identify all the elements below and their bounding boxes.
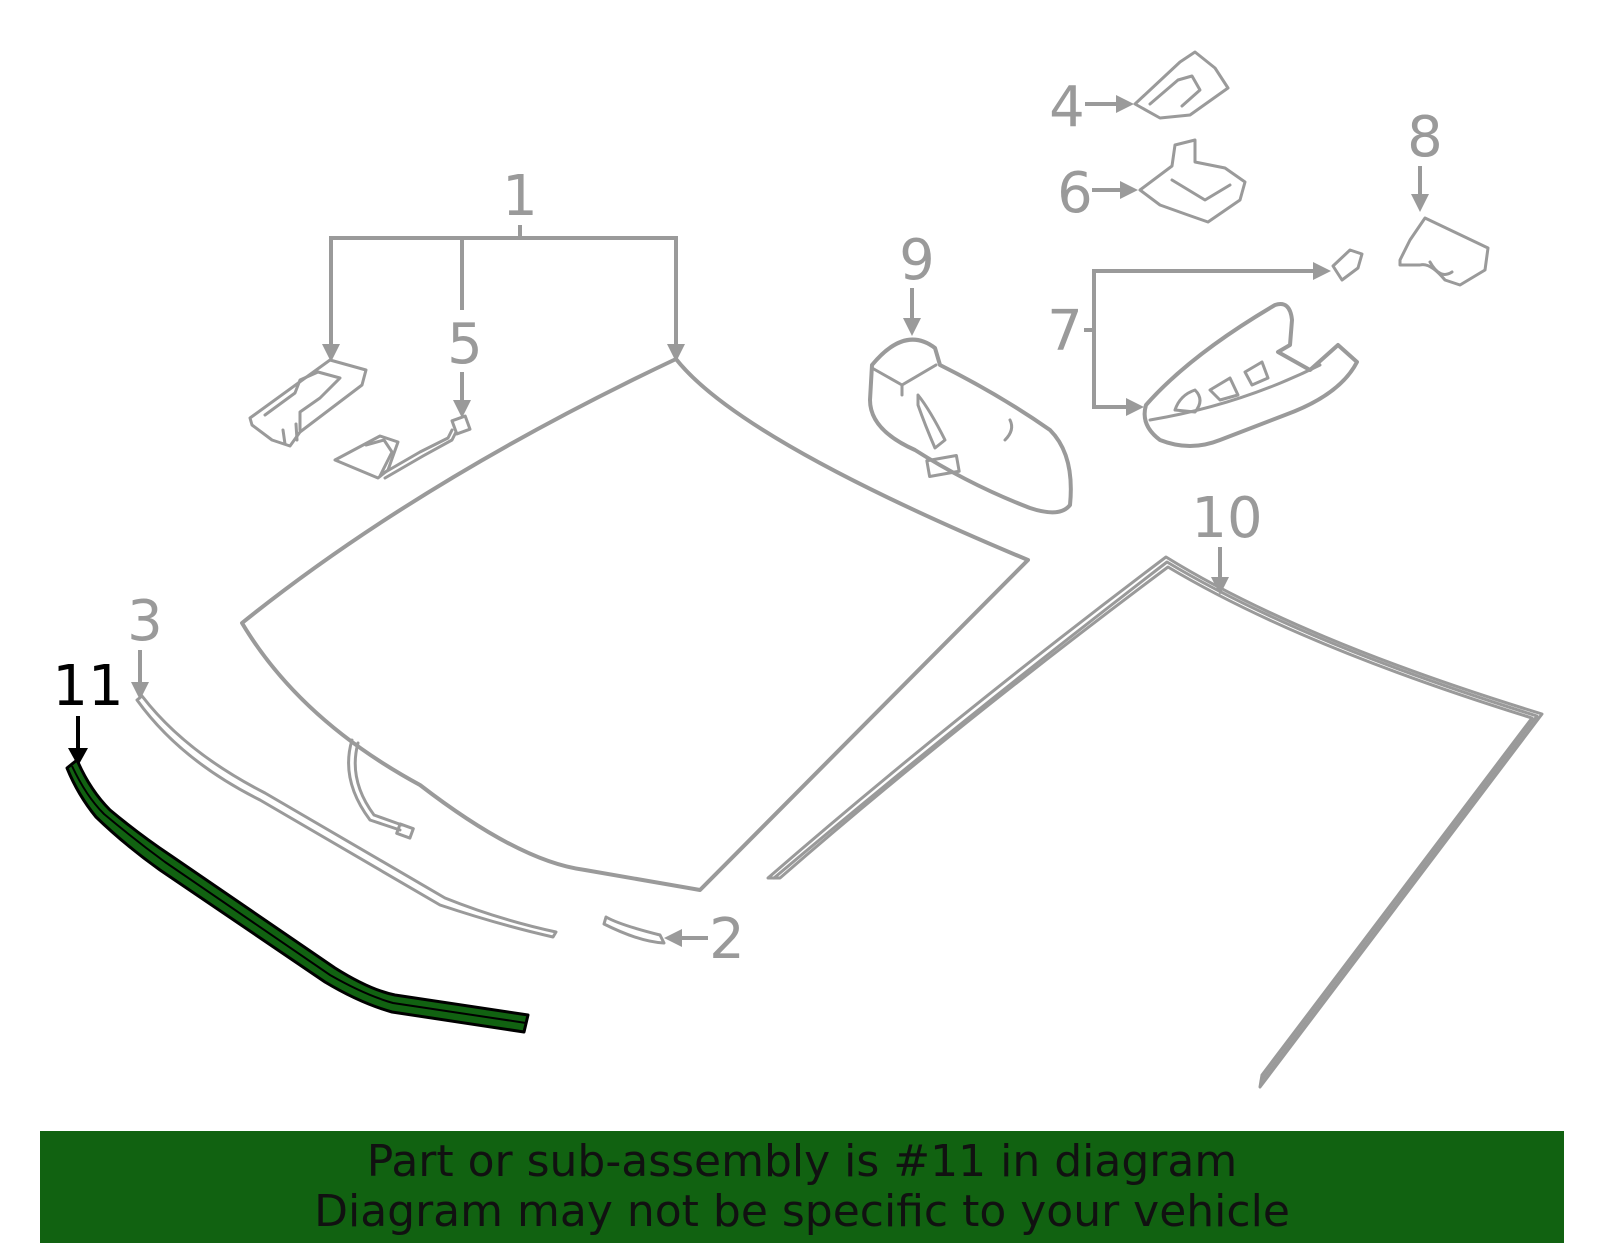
windshield-glass[interactable] [240, 357, 1030, 892]
callout-10-arrow [1211, 577, 1229, 595]
callout-6-group: 6 [1057, 161, 1138, 226]
cowl-molding[interactable] [135, 694, 558, 939]
callout-1-arrow-right [667, 344, 685, 362]
callout-1-arrow-left [322, 344, 340, 362]
callout-7-bracket [1092, 269, 1318, 409]
callout-5-group: 5 [447, 312, 483, 418]
callout-11-group: 11 [52, 654, 124, 766]
callout-1-group: 1 [322, 164, 685, 362]
glass-spacer[interactable] [602, 915, 666, 945]
callout-3-arrow [131, 682, 149, 700]
highlighted-part-11-seal[interactable] [65, 758, 530, 1034]
callout-9-group: 9 [899, 228, 935, 336]
callout-8-arrow [1411, 194, 1429, 212]
callout-6[interactable]: 6 [1057, 161, 1093, 226]
callout-7[interactable]: 7 [1047, 299, 1083, 364]
callout-2[interactable]: 2 [709, 907, 745, 972]
callout-3-group: 3 [127, 589, 163, 700]
callout-2-group: 2 [664, 907, 745, 972]
callout-11[interactable]: 11 [52, 654, 123, 719]
banner-line-2: Diagram may not be specific to your vehi… [314, 1186, 1290, 1237]
mirror-cover-upper[interactable] [1133, 50, 1230, 120]
callout-4-arrow [1116, 95, 1134, 113]
callout-4[interactable]: 4 [1049, 75, 1085, 140]
callout-11-arrow [68, 748, 88, 766]
callout-10[interactable]: 10 [1191, 486, 1262, 551]
rear-view-mirror[interactable] [868, 337, 1073, 515]
callout-8-group: 8 [1407, 105, 1443, 212]
callout-3[interactable]: 3 [127, 589, 163, 654]
callout-10-group: 10 [1191, 486, 1263, 595]
callout-1[interactable]: 1 [502, 164, 538, 229]
console-clip[interactable] [1331, 248, 1364, 282]
callout-2-arrow [664, 929, 682, 947]
callout-4-group: 4 [1049, 75, 1134, 140]
sensor-cover[interactable] [1398, 216, 1490, 287]
banner-line-1: Part or sub-assembly is #11 in diagram [366, 1136, 1238, 1187]
callout-9[interactable]: 9 [899, 228, 935, 293]
callout-7-arrow-upper [1313, 262, 1331, 280]
callout-9-arrow [903, 318, 921, 336]
mounting-bracket[interactable] [1138, 138, 1247, 224]
windshield-weatherstrip[interactable] [766, 555, 1544, 1089]
overhead-console-cover[interactable] [1142, 302, 1359, 448]
info-banner: Part or sub-assembly is #11 in diagram D… [40, 1131, 1564, 1243]
callout-1-bracket [329, 236, 678, 355]
callout-5-arrow [453, 400, 471, 418]
humidity-sensor-harness[interactable] [333, 414, 472, 480]
callout-7-arrow-lower [1126, 398, 1144, 416]
callout-7-group: 7 [1047, 262, 1331, 416]
callout-8[interactable]: 8 [1407, 105, 1443, 170]
callout-5[interactable]: 5 [447, 312, 483, 377]
callout-6-arrow [1120, 181, 1138, 199]
rain-sensor-bracket[interactable] [248, 358, 368, 448]
